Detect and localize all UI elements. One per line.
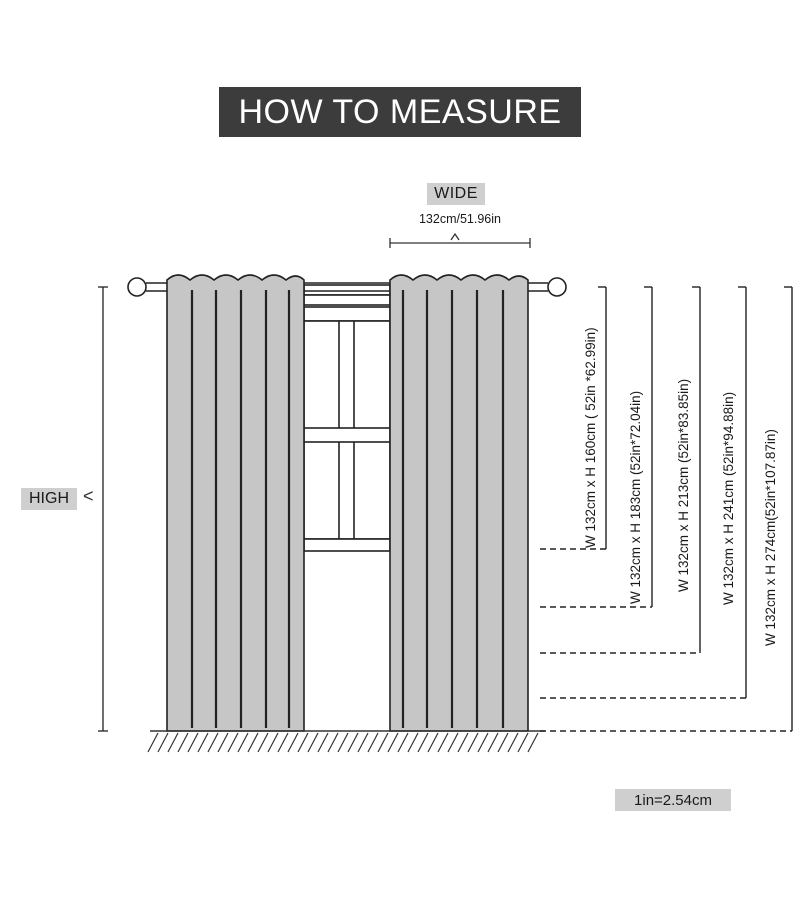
floor-hatch-line xyxy=(267,732,279,753)
floor-hatch-line xyxy=(167,732,179,753)
floor-hatch-line xyxy=(437,732,449,753)
floor-hatch-line xyxy=(237,732,249,753)
floor-hatch-line xyxy=(517,732,529,753)
floor-hatch-line xyxy=(507,732,519,753)
floor-hatch-line xyxy=(357,732,369,753)
floor-hatch-line xyxy=(527,732,539,753)
high-label: HIGH xyxy=(21,488,77,510)
floor-hatch-line xyxy=(497,732,509,753)
floor-line xyxy=(147,730,545,753)
size-option-label: W 132cm x H 241cm (52in*94.88in) xyxy=(721,391,736,605)
size-guide-lines xyxy=(540,286,793,732)
floor-hatch-line xyxy=(147,732,159,753)
floor-hatch-line xyxy=(207,732,219,753)
floor-hatch-line xyxy=(457,732,469,753)
floor-hatch-line xyxy=(277,732,289,753)
right-curtain-panel xyxy=(389,274,529,732)
page-title: HOW TO MEASURE xyxy=(219,87,581,137)
size-option-label: W 132cm x H 213cm (52in*83.85in) xyxy=(676,378,691,592)
floor-hatch-line xyxy=(427,732,439,753)
floor-hatch-line xyxy=(197,732,209,753)
floor-hatch-line xyxy=(287,732,299,753)
left-curtain-panel xyxy=(166,274,305,732)
floor-hatch-line xyxy=(227,732,239,753)
floor-hatch-line xyxy=(247,732,259,753)
floor-hatch-line xyxy=(397,732,409,753)
floor-hatch-line xyxy=(387,732,399,753)
unit-conversion-note: 1in=2.54cm xyxy=(615,789,731,811)
floor-hatch-line xyxy=(377,732,389,753)
size-option-label: W 132cm x H 274cm(52in*107.87in) xyxy=(763,429,778,646)
floor-hatch-line xyxy=(367,732,379,753)
wide-size-label: 132cm/51.96in xyxy=(418,212,501,226)
floor-hatch-line xyxy=(407,732,419,753)
floor-hatch-line xyxy=(187,732,199,753)
floor-hatch-line xyxy=(177,732,189,753)
wide-dimension-line xyxy=(389,232,531,248)
floor-hatch-line xyxy=(297,732,309,753)
size-option-label: W 132cm x H 183cm (52in*72.04in) xyxy=(628,390,643,604)
floor-hatch-line xyxy=(487,732,499,753)
floor-hatch-line xyxy=(257,732,269,753)
floor-hatch-line xyxy=(317,732,329,753)
size-option-label: W 132cm x H 160cm ( 52in *62.99in) xyxy=(583,327,598,548)
floor-hatch-line xyxy=(337,732,349,753)
floor-hatch-line xyxy=(447,732,459,753)
floor-hatch-line xyxy=(347,732,359,753)
high-dimension-line xyxy=(98,286,108,732)
floor-hatch-line xyxy=(157,732,169,753)
floor-hatch-line xyxy=(417,732,429,753)
high-caret-icon: < xyxy=(83,486,94,506)
floor-hatch-line xyxy=(477,732,489,753)
wide-label: WIDE xyxy=(427,183,485,205)
window-icon xyxy=(303,284,391,552)
floor-hatch-line xyxy=(327,732,339,753)
floor-hatch-line xyxy=(217,732,229,753)
floor-hatch-line xyxy=(467,732,479,753)
floor-hatch-line xyxy=(307,732,319,753)
